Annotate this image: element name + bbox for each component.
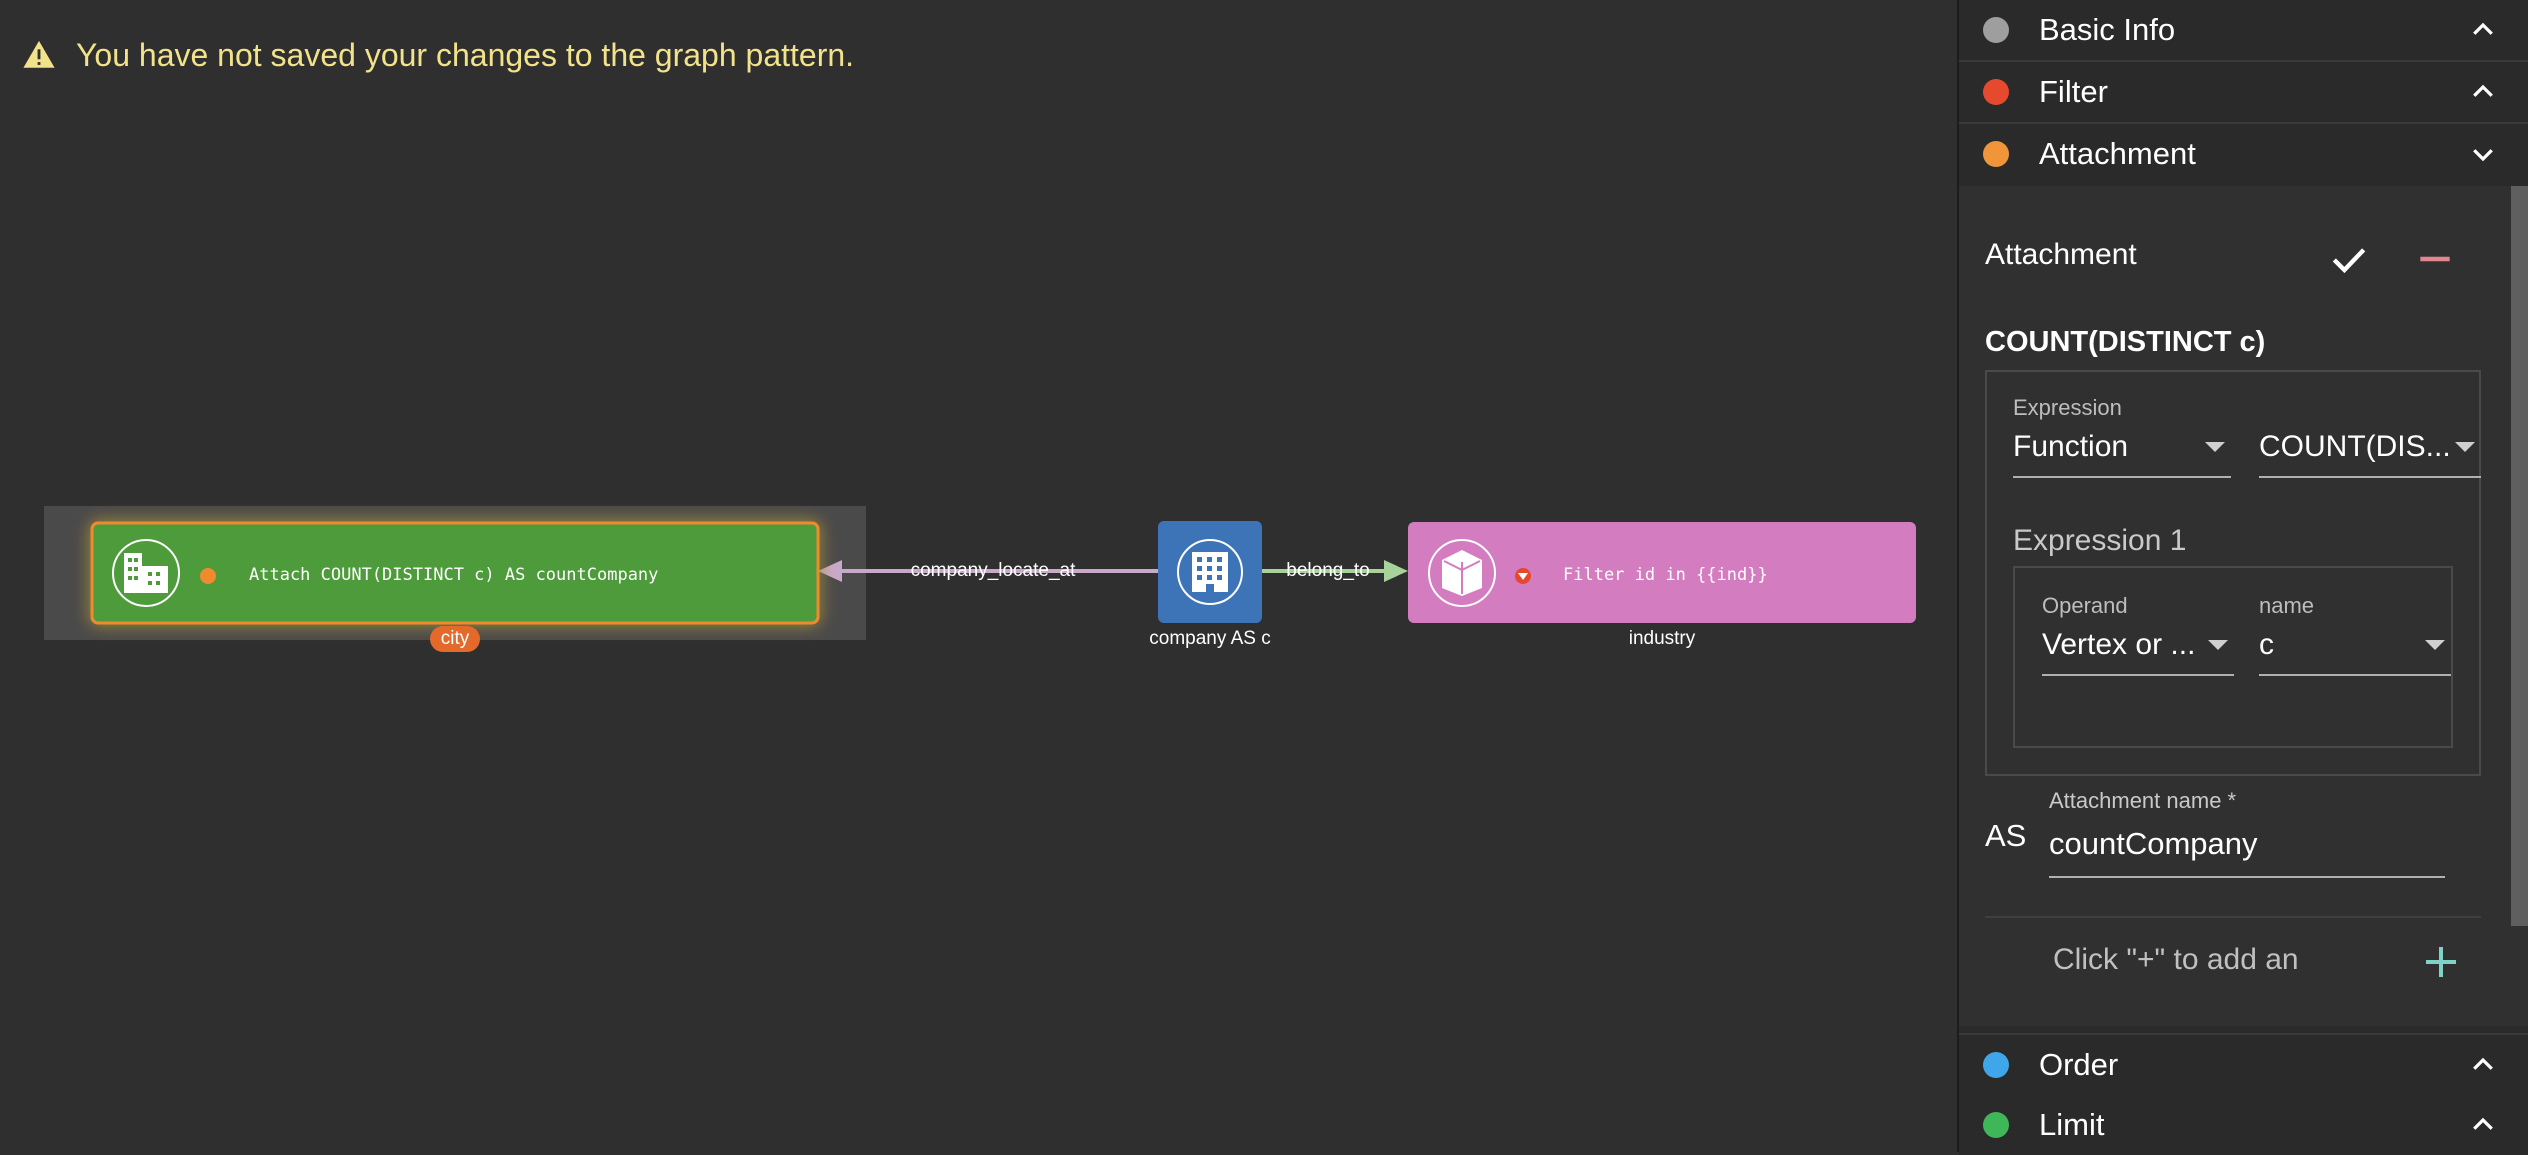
edge-belong-to-arrow xyxy=(1384,560,1408,582)
city-building-icon xyxy=(124,553,168,593)
as-label: AS xyxy=(1985,818,2027,853)
expression-label: Expression xyxy=(2013,395,2122,420)
expression-1-box xyxy=(2013,566,2453,748)
company-node-label: company AS c xyxy=(1149,628,1271,649)
operand-select[interactable]: Vertex or ... xyxy=(2042,622,2234,676)
section-title: Order xyxy=(2039,1047,2119,1082)
expression-type-select[interactable]: Function xyxy=(2013,424,2231,478)
city-node-label: city xyxy=(430,626,480,652)
section-title: Filter xyxy=(2039,74,2108,109)
dropdown-arrow-icon xyxy=(2205,442,2225,452)
attachment-title: Attachment xyxy=(1985,238,2137,271)
dropdown-arrow-icon xyxy=(2208,640,2228,650)
unsaved-warning: You have not saved your changes to the g… xyxy=(22,30,854,80)
operand-label: Operand xyxy=(2042,593,2128,618)
section-basic-info[interactable]: Basic Info xyxy=(1959,0,2528,62)
industry-node-text[interactable]: Filter id in {{ind}} xyxy=(1563,565,1768,585)
limit-dot xyxy=(1983,1112,2009,1138)
edge-label-company-locate-at[interactable]: company_locate_at xyxy=(910,560,1076,581)
expression-1-label: Expression 1 xyxy=(2013,524,2187,557)
section-filter[interactable]: Filter xyxy=(1959,62,2528,124)
industry-node xyxy=(1408,522,1916,623)
industry-box-icon xyxy=(1442,550,1482,596)
query-panel: Basic Info Filter Attachment Attachment … xyxy=(1957,0,2528,1155)
expression-box xyxy=(1985,370,2481,776)
add-attachment-hint: Click "+" to add an xyxy=(2053,943,2299,976)
chevron-up-icon[interactable] xyxy=(2468,77,2498,107)
chevron-up-icon[interactable] xyxy=(2468,1110,2498,1140)
warning-text: You have not saved your changes to the g… xyxy=(76,36,855,73)
city-node-icon-circle xyxy=(112,539,180,607)
select-value: c xyxy=(2259,628,2274,661)
attachment-badge-icon xyxy=(200,568,216,584)
section-title: Basic Info xyxy=(2039,12,2176,47)
graph-svg xyxy=(44,506,1916,640)
city-node xyxy=(90,521,820,625)
select-value: Function xyxy=(2013,430,2129,463)
attachment-name-label: Attachment name * xyxy=(2049,788,2237,813)
section-limit[interactable]: Limit xyxy=(1959,1095,2528,1155)
edge-company-locate-at-arrow xyxy=(818,560,842,582)
name-select[interactable]: c xyxy=(2259,622,2451,676)
section-attachment[interactable]: Attachment xyxy=(1959,124,2528,184)
section-title: Attachment xyxy=(2039,136,2196,171)
attachment-name-input[interactable]: countCompany xyxy=(2049,820,2445,878)
section-title: Limit xyxy=(2039,1107,2105,1142)
edge-label-belong-to[interactable]: belong_to xyxy=(1286,560,1370,581)
warning-icon xyxy=(23,40,55,68)
industry-node-label: industry xyxy=(1628,628,1696,649)
graph-canvas[interactable]: You have not saved your changes to the g… xyxy=(0,0,1955,1152)
name-label: name xyxy=(2259,593,2315,618)
chevron-up-icon[interactable] xyxy=(2468,1050,2498,1080)
select-value: COUNT(DIS... xyxy=(2259,430,2449,463)
basic-info-dot xyxy=(1983,17,2009,43)
office-building-icon xyxy=(1192,552,1228,592)
attachment-dot xyxy=(1983,141,2009,167)
order-dot xyxy=(1983,1052,2009,1078)
attachment-expression-title: COUNT(DISTINCT c) xyxy=(1985,326,2266,358)
attachment-body xyxy=(1959,186,2511,1026)
expression-function-select[interactable]: COUNT(DIS... xyxy=(2259,424,2481,478)
minus-icon[interactable] xyxy=(2413,237,2457,281)
dropdown-arrow-icon xyxy=(2425,640,2445,650)
check-icon[interactable] xyxy=(2327,237,2371,281)
section-order[interactable]: Order xyxy=(1959,1033,2528,1097)
plus-icon[interactable] xyxy=(2421,942,2461,982)
select-value: Vertex or ... xyxy=(2042,628,2196,661)
chevron-up-icon[interactable] xyxy=(2468,15,2498,45)
dropdown-arrow-icon xyxy=(2455,442,2475,452)
scrollbar-thumb[interactable] xyxy=(2511,186,2528,926)
input-value: countCompany xyxy=(2049,826,2258,861)
chevron-down-icon[interactable] xyxy=(2468,139,2498,169)
city-node-text[interactable]: Attach COUNT(DISTINCT c) AS countCompany xyxy=(249,565,659,585)
divider xyxy=(1985,916,2481,918)
filter-dot xyxy=(1983,79,2009,105)
